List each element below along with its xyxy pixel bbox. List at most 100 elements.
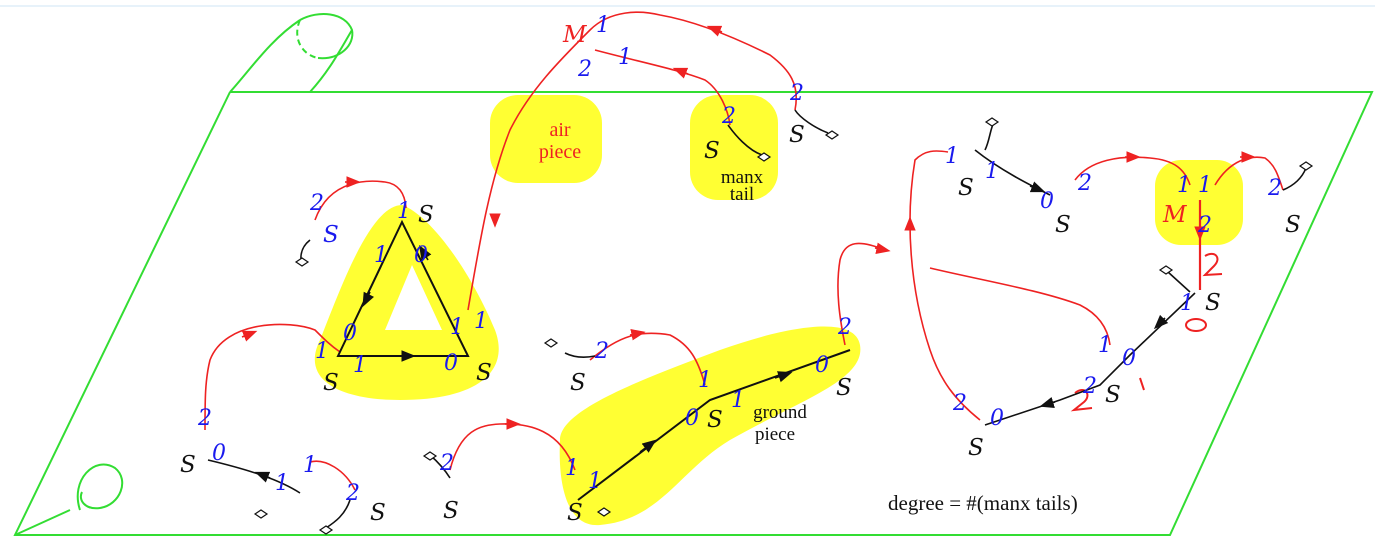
tail-f <box>794 109 829 134</box>
hand-zero <box>1185 318 1207 332</box>
handwritten-marks <box>1070 252 1223 412</box>
label-S: S <box>1055 212 1071 238</box>
label-S: S <box>704 138 720 164</box>
digit-two: 2 <box>1267 176 1282 201</box>
scroll-edge-b <box>309 29 353 93</box>
red-arrow-m <box>672 67 689 79</box>
digit-zero: 0 <box>212 441 226 466</box>
digit-labels: 1 2 1 2 2 2 1 1 0 0 1 1 0 1 1 2 1 0 1 0 … <box>197 13 1282 506</box>
red-ground-left <box>449 423 576 471</box>
digit-two: 2 <box>837 315 852 340</box>
digit-one: 1 <box>1198 173 1212 198</box>
red-lower-left <box>309 460 356 491</box>
air-piece-region <box>490 95 602 183</box>
label-S: S <box>836 375 852 401</box>
scroll-top-hidden <box>296 19 319 59</box>
digit-two: 2 <box>1077 171 1092 196</box>
digit-one: 1 <box>474 309 488 334</box>
digit-two: 2 <box>594 339 609 364</box>
digit-zero: 0 <box>414 243 428 268</box>
scroll-bottom-line <box>14 509 71 536</box>
digit-two: 2 <box>577 57 592 82</box>
digit-two: 2 <box>439 451 454 476</box>
tail-diamonds <box>253 117 1314 535</box>
tail-g <box>727 124 763 156</box>
ground-piece-label-line2: piece <box>755 424 795 445</box>
digit-one: 1 <box>698 368 712 393</box>
label-S: S <box>958 175 974 201</box>
digit-zero: 0 <box>1122 346 1136 371</box>
air-piece-label-line1: air <box>549 119 570 141</box>
digit-two: 2 <box>345 481 360 506</box>
digit-zero: 0 <box>685 406 699 431</box>
red-arrow-top <box>706 25 723 37</box>
digit-two: 2 <box>1197 213 1212 238</box>
label-M-top: M <box>562 22 588 48</box>
digit-one: 1 <box>1098 333 1112 358</box>
red-far-right <box>1214 156 1284 191</box>
digit-zero: 0 <box>1040 189 1054 214</box>
hand-one <box>1139 377 1145 391</box>
scroll-top-end <box>299 13 354 60</box>
digit-one: 1 <box>315 339 329 364</box>
letter-labels: M M S S S S S S S S S S S S S S S S S S … <box>180 22 1301 526</box>
label-S: S <box>418 202 434 228</box>
digit-one: 1 <box>1180 291 1194 316</box>
label-S: S <box>567 500 583 526</box>
red-mid <box>589 332 706 386</box>
red-tri-top <box>314 180 407 221</box>
scroll-bottom-end <box>76 463 124 511</box>
tail-a <box>1167 271 1191 293</box>
digit-one: 1 <box>588 469 602 494</box>
digit-zero: 0 <box>990 406 1004 431</box>
red-inner <box>929 267 1111 346</box>
label-S: S <box>180 452 196 478</box>
scroll-edge-a <box>229 19 301 93</box>
hand-two-a <box>1202 252 1223 277</box>
digit-one: 1 <box>731 388 745 413</box>
label-S: S <box>1105 382 1121 408</box>
label-S: S <box>370 500 386 526</box>
digit-zero: 0 <box>343 321 357 346</box>
air-piece-label-line2: piece <box>539 141 581 163</box>
digit-one: 1 <box>353 353 367 378</box>
label-S-blue: S <box>323 222 339 248</box>
digit-one: 1 <box>945 144 959 169</box>
label-S: S <box>443 498 459 524</box>
ground-piece-label-line1: ground <box>753 402 807 423</box>
digit-one: 1 <box>450 315 464 340</box>
red-right-top <box>1074 156 1191 186</box>
red-edges <box>204 11 1284 491</box>
red-M-branch <box>594 49 731 126</box>
digit-one: 1 <box>596 13 610 38</box>
label-M-right: M <box>1162 202 1188 228</box>
digit-zero: 0 <box>444 351 458 376</box>
digit-two: 2 <box>309 191 324 216</box>
digit-one: 1 <box>275 471 289 496</box>
red-loop-top <box>467 11 797 311</box>
label-S: S <box>789 122 805 148</box>
digit-two: 2 <box>952 391 967 416</box>
degree-caption: degree = #(manx tails) <box>888 491 1078 515</box>
triangle-region <box>314 205 499 400</box>
manx-tail-label-line1: manx <box>721 167 764 188</box>
label-S: S <box>476 360 492 386</box>
digit-one: 1 <box>1177 173 1191 198</box>
label-S: S <box>1205 290 1221 316</box>
sheet-left-edge <box>13 91 231 536</box>
sheet-outline <box>106 91 1374 536</box>
digit-one: 1 <box>397 199 411 224</box>
right-chain <box>984 292 1196 426</box>
digit-two: 2 <box>789 81 804 106</box>
digit-one: 1 <box>303 453 317 478</box>
digit-one: 1 <box>374 243 388 268</box>
digit-two: 2 <box>721 104 736 129</box>
label-S: S <box>707 407 723 433</box>
label-S: S <box>570 370 586 396</box>
digit-one: 1 <box>565 456 579 481</box>
manx-tail-label-line2: tail <box>730 184 754 205</box>
black-edges <box>207 109 1307 529</box>
digit-two: 2 <box>197 406 212 431</box>
tail-b <box>564 352 596 359</box>
